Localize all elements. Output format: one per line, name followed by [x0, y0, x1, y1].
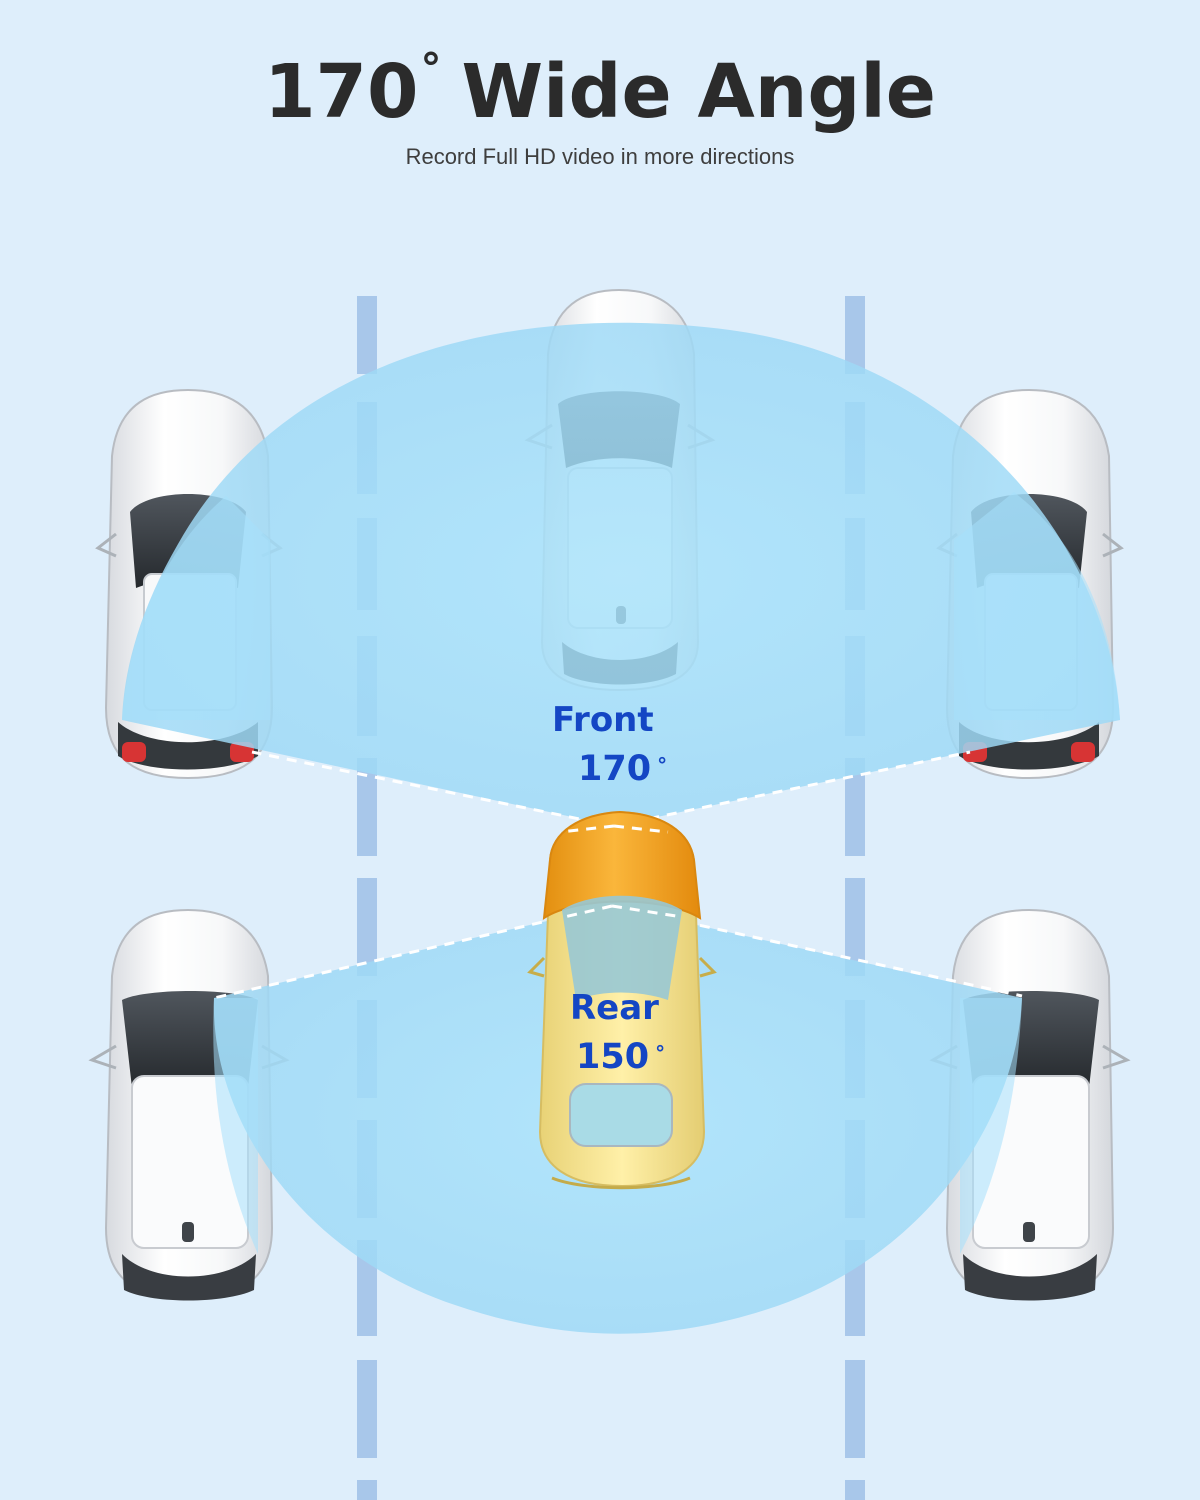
rear-angle-label: 150°: [576, 1036, 665, 1078]
sight-lines: [559, 824, 677, 920]
front-angle-value: 170: [578, 749, 652, 789]
page-title: 170 ° Wide Angle: [0, 48, 1200, 143]
subtitle: Record Full HD video in more directions: [405, 144, 795, 169]
rear-degree-symbol: °: [655, 1041, 666, 1065]
front-label: Front: [552, 700, 654, 740]
title-degree-symbol: °: [420, 44, 442, 93]
rear-angle-value: 150: [576, 1037, 650, 1077]
front-fov-area: [122, 322, 1120, 828]
title-text: Wide Angle: [461, 49, 936, 135]
front-angle-label: 170°: [578, 748, 667, 790]
front-degree-symbol: °: [657, 753, 668, 777]
title-number: 170: [264, 49, 419, 135]
rear-label: Rear: [570, 988, 659, 1028]
fov-overlay-on-cars: [122, 492, 1120, 1254]
orange-car-icon: [527, 810, 717, 1190]
